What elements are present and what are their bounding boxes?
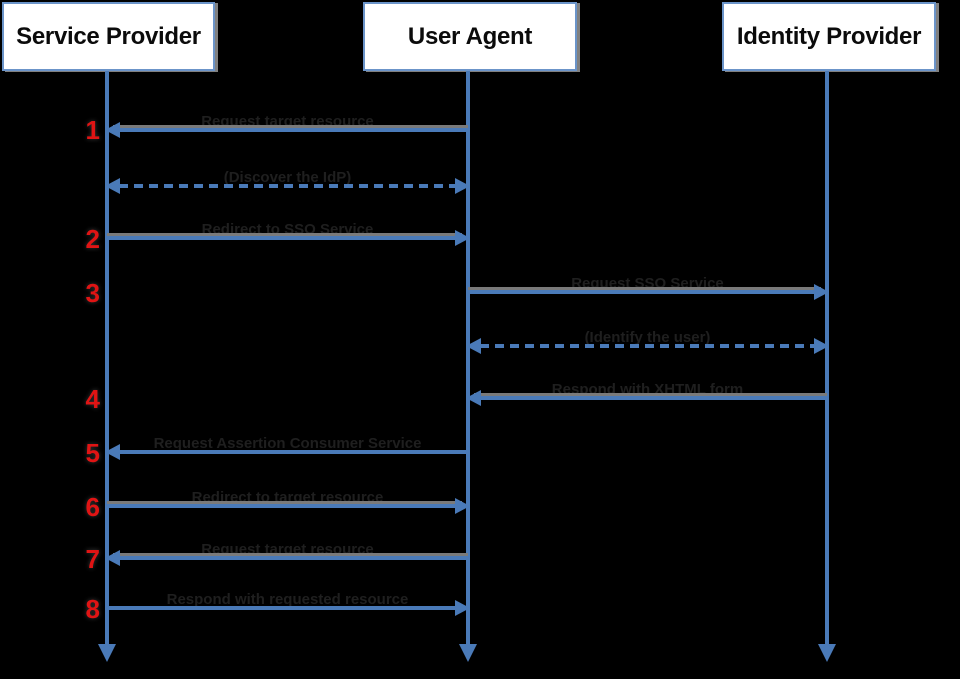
message-label: Respond with requested resource [166, 591, 409, 608]
arrowhead-right-icon [455, 498, 470, 514]
lifeline-end-arrow-icon [818, 644, 836, 662]
arrowhead-left-icon [466, 338, 481, 354]
message-arrow-line [113, 125, 468, 132]
arrowhead-right-icon [455, 178, 470, 194]
message-label: (Discover the IdP) [223, 169, 352, 186]
actor-label-user-agent: User Agent [407, 22, 533, 50]
message-dashed-line [480, 344, 815, 348]
lifeline-identity-provider [825, 71, 829, 645]
message-arrow-line [107, 501, 462, 508]
step-number-4: 4 [85, 384, 100, 414]
lifeline-end-arrow-icon [98, 644, 116, 662]
step-number-2: 2 [85, 224, 100, 254]
arrowhead-right-icon [455, 230, 470, 246]
arrowhead-left-icon [105, 550, 120, 566]
lifeline-service-provider [105, 71, 109, 645]
lifeline-user-agent [466, 71, 470, 645]
arrowhead-right-icon [814, 284, 829, 300]
arrowhead-right-icon [814, 338, 829, 354]
message-arrow-line [468, 287, 821, 294]
step-number-3: 3 [85, 278, 100, 308]
arrowhead-left-icon [105, 122, 120, 138]
actor-label-identity-provider: Identity Provider [736, 22, 922, 50]
actor-box-identity-provider: Identity Provider [722, 2, 936, 71]
step-number-7: 7 [85, 544, 100, 574]
arrowhead-right-icon [455, 600, 470, 616]
message-arrow-line [107, 606, 462, 610]
actor-label-service-provider: Service Provider [16, 22, 201, 50]
step-number-1: 1 [85, 115, 100, 145]
step-number-8: 8 [85, 594, 100, 624]
actor-box-service-provider: Service Provider [2, 2, 215, 71]
message-dashed-line [119, 184, 456, 188]
message-arrow-line [474, 393, 827, 400]
message-arrow-line [113, 450, 468, 454]
actor-box-user-agent: User Agent [363, 2, 577, 71]
message-label: Request Assertion Consumer Service [153, 435, 422, 452]
step-number-6: 6 [85, 492, 100, 522]
message-arrow-line [107, 233, 462, 240]
arrowhead-left-icon [466, 390, 481, 406]
message-label: (Identify the user) [584, 329, 711, 346]
arrowhead-left-icon [105, 178, 120, 194]
lifeline-end-arrow-icon [459, 644, 477, 662]
message-arrow-line [113, 553, 468, 560]
step-number-5: 5 [85, 438, 100, 468]
arrowhead-left-icon [105, 444, 120, 460]
